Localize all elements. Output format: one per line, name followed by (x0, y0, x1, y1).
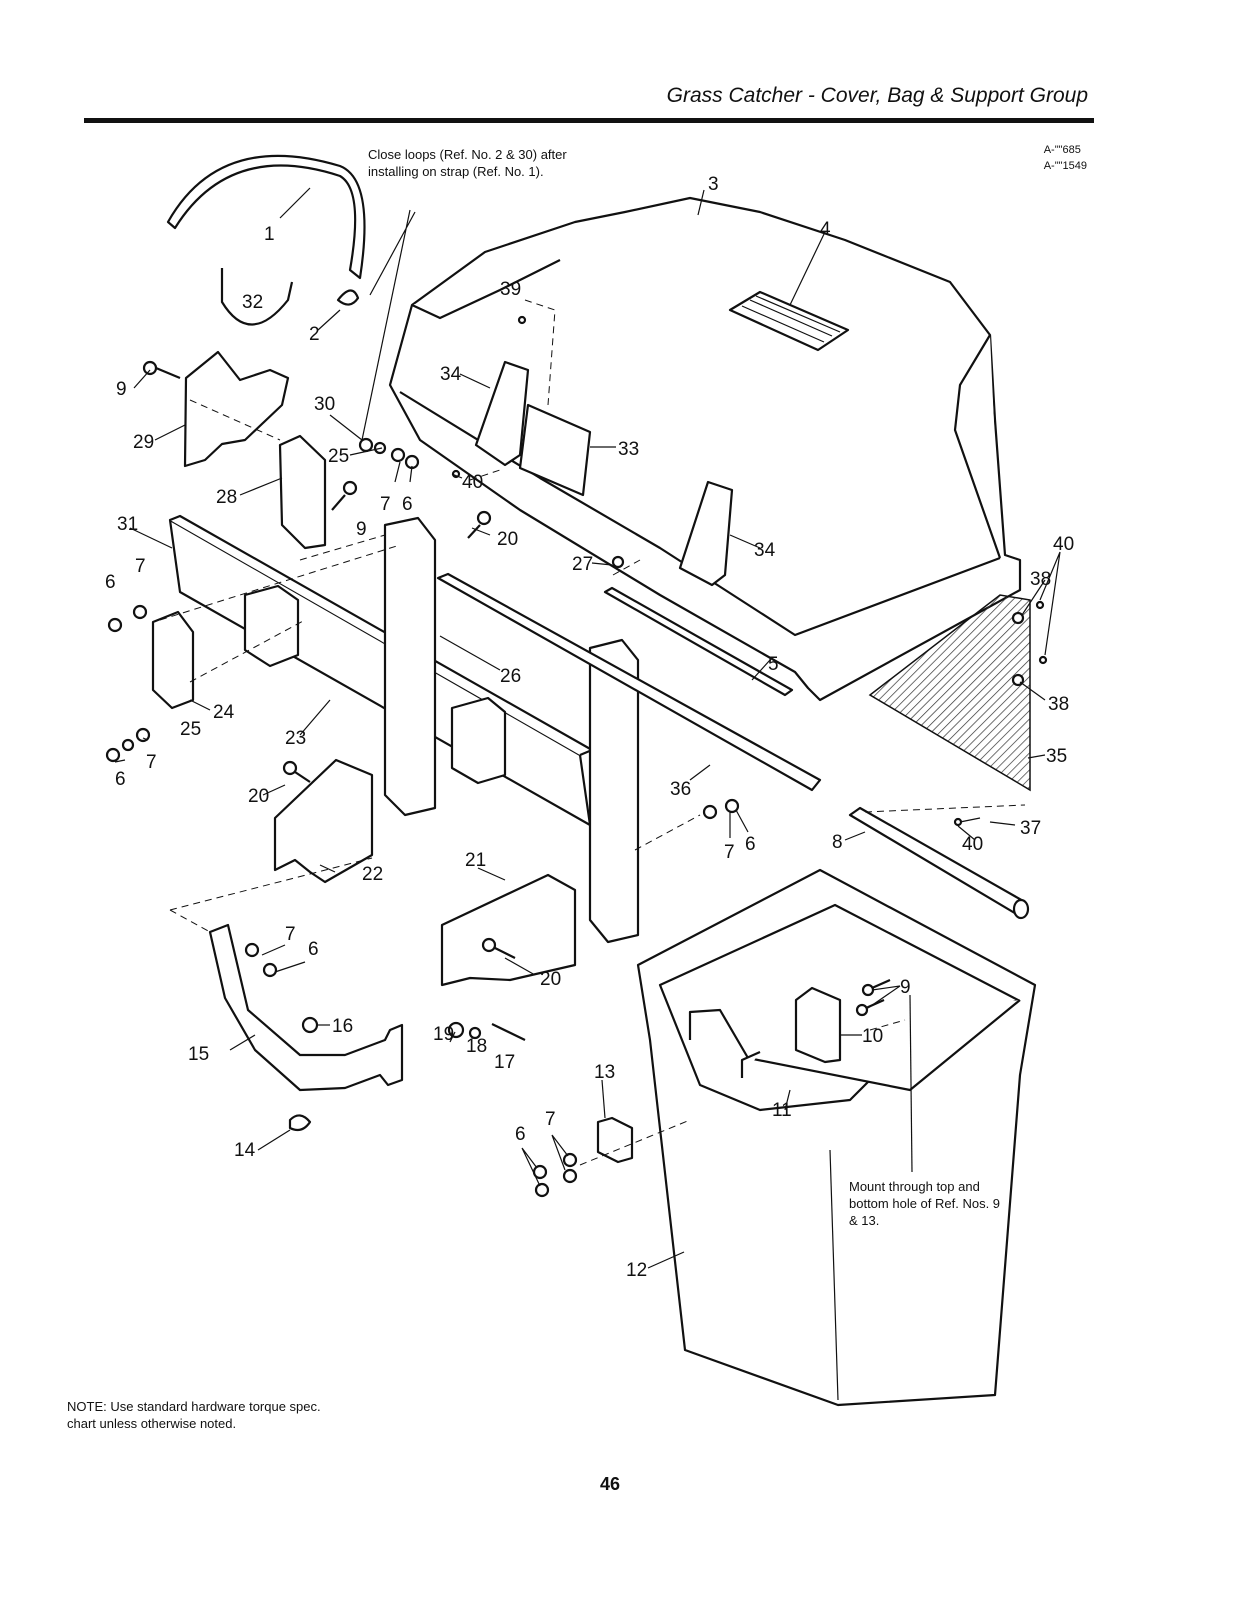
callout: 32 (242, 292, 263, 313)
callout: 24 (213, 702, 235, 723)
fasteners (105, 289, 1048, 1198)
callout: 7 (724, 842, 735, 863)
bag-hinge (596, 1116, 634, 1164)
callout: 40 (962, 834, 983, 855)
assembly-lines (159, 299, 1026, 1166)
callout: 6 (105, 572, 116, 593)
hanger-bracket (243, 584, 300, 668)
callout: 6 (745, 834, 756, 855)
callout: 23 (285, 728, 306, 749)
callout: 11 (772, 1100, 792, 1121)
callout: 12 (626, 1260, 647, 1281)
mounting-plate (440, 873, 577, 987)
callout: 38 (1030, 569, 1051, 590)
callout: 19 (433, 1024, 454, 1045)
callout: 14 (234, 1140, 256, 1161)
callout: 30 (314, 394, 335, 415)
callout: 40 (1053, 534, 1074, 555)
callout: 7 (545, 1109, 556, 1130)
document-code: A-""685 (1043, 144, 1081, 156)
hanger-bracket (450, 696, 507, 785)
callout: 36 (670, 779, 691, 800)
callout: 20 (540, 969, 561, 990)
strap (166, 154, 366, 280)
document-codes: A-""685 A-""1549 (1044, 142, 1087, 174)
callout: 20 (248, 786, 269, 807)
callout: 35 (1046, 746, 1067, 767)
callout: 8 (832, 832, 843, 853)
mount-note: Mount through top and bottom hole of Ref… (849, 1179, 1001, 1228)
callout: 7 (135, 556, 146, 577)
callout: 13 (594, 1062, 615, 1083)
page-title: Grass Catcher - Cover, Bag & Support Gro… (666, 84, 1088, 107)
support-tube (168, 514, 594, 827)
callout: 20 (497, 529, 518, 550)
mounting-plate (151, 610, 195, 710)
mounting-plate (183, 350, 290, 468)
callout: 1 (264, 224, 275, 245)
callout: 17 (494, 1052, 515, 1073)
callout: 34 (754, 540, 776, 561)
rod (848, 806, 1030, 920)
callout: 6 (402, 494, 413, 515)
callout: 7 (285, 924, 296, 945)
callout: 29 (133, 432, 154, 453)
vent-grille (728, 290, 850, 352)
upright-post (588, 638, 640, 944)
callout: 15 (188, 1044, 209, 1065)
callout: 38 (1048, 694, 1069, 715)
callout: 9 (900, 977, 911, 998)
rear-screen (868, 594, 1031, 792)
callout: 16 (332, 1016, 353, 1037)
callout: 28 (216, 487, 237, 508)
callout: 7 (380, 494, 391, 515)
grass-bag (636, 868, 1037, 1407)
callout: 6 (308, 939, 319, 960)
callout: 37 (1020, 818, 1041, 839)
callout: 22 (362, 864, 383, 885)
torque-note: NOTE: Use standard hardware torque spec.… (67, 1399, 321, 1431)
hinge-bracket (678, 480, 734, 587)
upright-post (383, 516, 437, 817)
lower-support (208, 923, 404, 1092)
long-rail (436, 572, 822, 792)
document-code: A-""1549 (1043, 160, 1087, 172)
callout: 26 (500, 666, 521, 687)
callout: 10 (862, 1026, 883, 1047)
callout: 9 (356, 519, 367, 540)
short-rail (603, 586, 794, 697)
callout: 39 (500, 279, 521, 300)
callout: 2 (309, 324, 320, 345)
callouts: 1 2 3 4 5 6 6 6 6 6 6 7 7 7 7 7 7 8 9 9 … (105, 174, 1074, 1281)
leader-lines (114, 187, 1061, 1269)
callout: 3 (708, 174, 719, 195)
page-number: 46 (599, 1474, 621, 1494)
hinge-bracket (474, 360, 530, 467)
callout: 34 (440, 364, 462, 385)
mounting-plate (273, 758, 374, 884)
bag-frame (688, 999, 1021, 1092)
callout: 31 (117, 514, 138, 535)
title-rule (84, 118, 1094, 123)
callout: 33 (618, 439, 639, 460)
callout: 5 (768, 654, 779, 675)
latch-plate (518, 403, 592, 497)
callout: 9 (116, 379, 127, 400)
callout: 4 (820, 219, 831, 240)
close-loops-note: Close loops (Ref. No. 2 & 30) after inst… (368, 147, 567, 179)
spring-clip (220, 268, 294, 326)
callout: 18 (466, 1036, 487, 1057)
callout: 7 (146, 752, 157, 773)
callout: 27 (572, 554, 593, 575)
callout: 25 (328, 446, 349, 467)
mounting-plate (278, 434, 327, 550)
callout: 21 (465, 850, 486, 871)
callout: 6 (115, 769, 126, 790)
callout: 40 (462, 472, 483, 493)
callout: 6 (515, 1124, 526, 1145)
callout: 25 (180, 719, 201, 740)
bag-bracket (794, 986, 842, 1064)
